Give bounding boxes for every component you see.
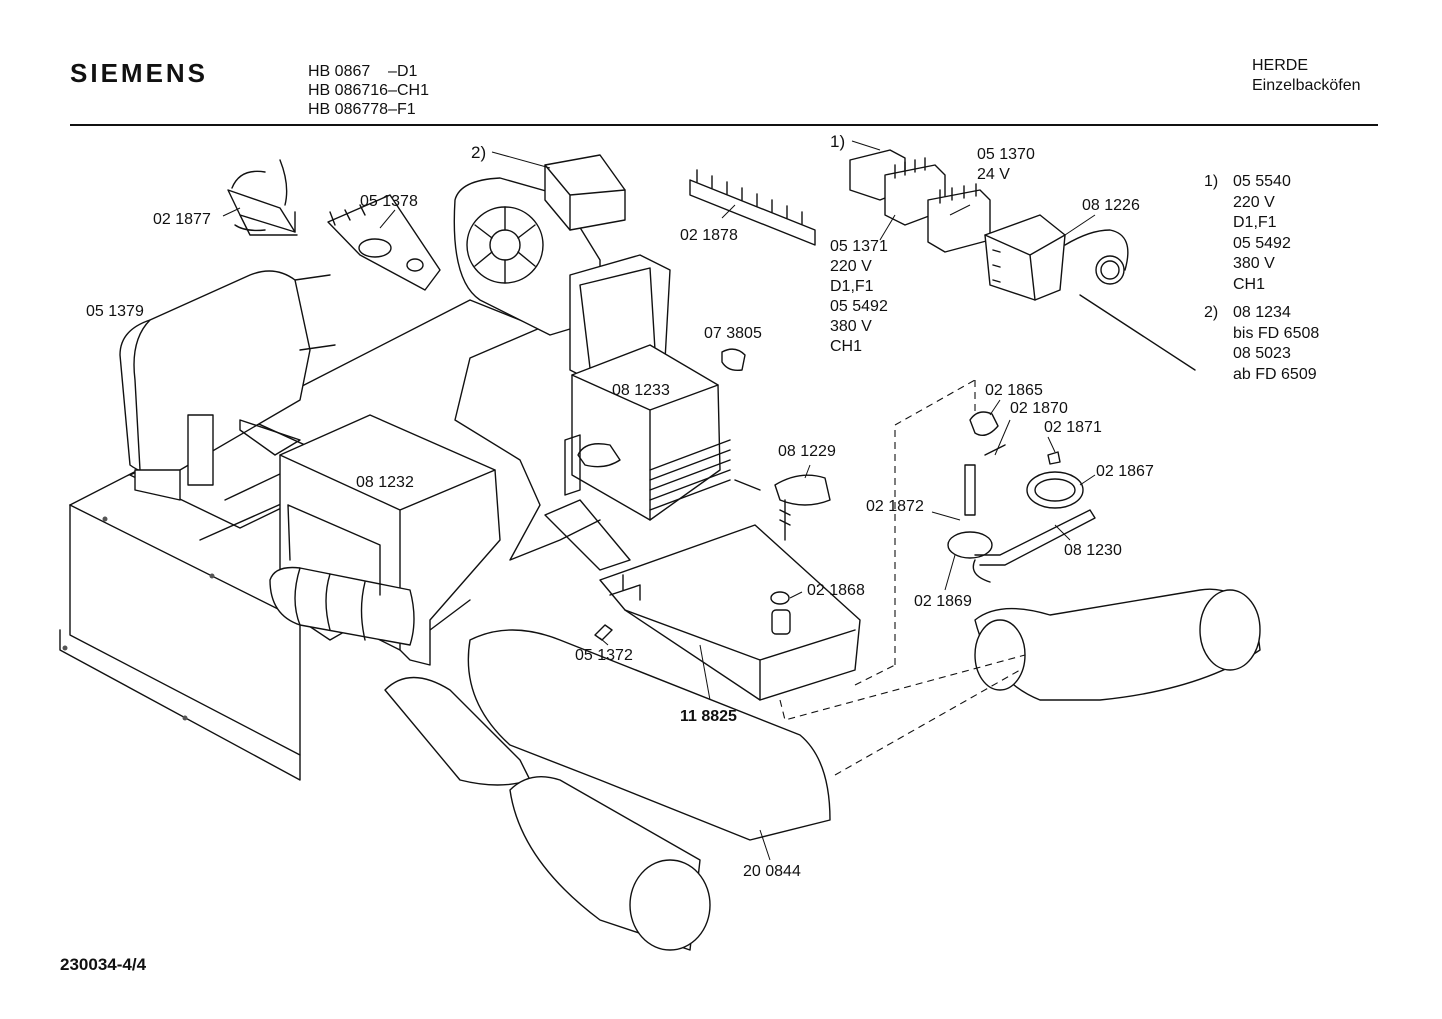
grommet-drawing xyxy=(770,591,791,635)
footnote-line: 05 5540 xyxy=(1233,173,1291,190)
part-081230-label: 08 1230 xyxy=(1064,542,1122,559)
resistor-drawing xyxy=(227,159,298,236)
part-021865-label: 02 1865 xyxy=(985,382,1043,399)
knob-drawing xyxy=(774,474,831,541)
footnote-line: D1,F1 xyxy=(1233,214,1277,231)
part-051379-label: 05 1379 xyxy=(86,303,144,320)
part-051372-label: 05 1372 xyxy=(575,647,633,664)
pin-drawing xyxy=(594,574,624,641)
model-line: HB 086778–F1 xyxy=(308,101,416,118)
footnotes: 1)05 5540 220 V D1,F1 05 5492 380 V CH1 … xyxy=(1204,172,1319,393)
footnote-2: 2) 08 1234 bis FD 6508 08 5023 ab FD 6509 xyxy=(1204,303,1319,385)
part-021869-label: 02 1869 xyxy=(914,593,972,610)
part-021867-label: 02 1867 xyxy=(1096,463,1154,480)
category-block: HERDE Einzelbacköfen xyxy=(1252,56,1361,96)
category-title: HERDE xyxy=(1252,57,1309,74)
part-073805-label: 07 3805 xyxy=(704,325,762,342)
relay-drawing xyxy=(849,149,991,253)
part-118825-label: 11 8825 xyxy=(680,708,737,725)
header-divider xyxy=(70,124,1378,126)
model-line: HB 0867 –D1 xyxy=(308,63,418,80)
leader-lines xyxy=(222,140,1096,861)
footnote-line: 380 V xyxy=(1233,255,1275,272)
brand-logo-text: SIEMENS xyxy=(70,58,209,88)
footnote-1: 1) 05 5540 220 V D1,F1 05 5492 380 V CH1 xyxy=(1204,172,1319,295)
part-081232-label: 08 1232 xyxy=(356,474,414,491)
part-081233-label: 08 1233 xyxy=(612,382,670,399)
footnote-line: 05 5492 xyxy=(1233,234,1291,252)
footnote-line: CH1 xyxy=(1233,275,1266,293)
capacitor-drawing xyxy=(119,270,336,501)
part-021871-label: 02 1871 xyxy=(1044,419,1102,436)
fan-motor-drawing xyxy=(453,154,671,381)
part-081229-label: 08 1229 xyxy=(778,443,836,460)
footnote-number: 1) xyxy=(1204,173,1219,190)
model-line: HB 086716–CH1 xyxy=(308,82,429,99)
part-021868-label: 02 1868 xyxy=(807,582,865,599)
footnote-number: 2) xyxy=(1204,304,1219,321)
footnote-line: 08 5023 xyxy=(1233,345,1291,362)
part-051370-label: 05 1370 24 V xyxy=(977,146,1035,183)
footnote-line: bis FD 6508 xyxy=(1233,324,1320,342)
part-200844-label: 20 0844 xyxy=(743,863,801,880)
model-list: HB 0867 –D1 HB 086716–CH1 HB 086778–F1 xyxy=(308,62,429,119)
clip-drawing xyxy=(721,348,746,372)
part-021870-label: 02 1870 xyxy=(1010,400,1068,417)
ref-1-callout: 1) xyxy=(830,132,846,151)
assembly-dashed-lines xyxy=(779,379,1026,776)
cover-plate-drawing xyxy=(599,524,861,701)
ref-2-callout: 2) xyxy=(471,143,487,162)
category-subtitle: Einzelbacköfen xyxy=(1252,77,1361,94)
part-051378-label: 05 1378 xyxy=(360,193,418,210)
part-081226-label: 08 1226 xyxy=(1082,197,1140,214)
footnote-line: 08 1234 xyxy=(1233,304,1291,321)
part-021877-label: 02 1877 xyxy=(153,211,211,228)
magnetron-drawing xyxy=(544,344,761,571)
document-number: 230034-4/4 xyxy=(60,955,147,974)
footnote-line: ab FD 6509 xyxy=(1233,365,1317,383)
duct-hose-drawing xyxy=(384,588,1261,951)
part-051371-label: 05 1371 220 V D1,F1 05 5492 380 V CH1 xyxy=(830,238,888,355)
connector-strip-drawing xyxy=(689,169,816,246)
control-assembly-drawing xyxy=(947,411,1096,583)
part-021878-label: 02 1878 xyxy=(680,227,738,244)
transformer-drawing xyxy=(269,414,501,666)
thermostat-drawing xyxy=(984,214,1196,371)
part-021872-label: 02 1872 xyxy=(866,498,924,515)
footnote-line: 220 V xyxy=(1233,193,1275,211)
terminal-block-drawing xyxy=(327,194,441,291)
